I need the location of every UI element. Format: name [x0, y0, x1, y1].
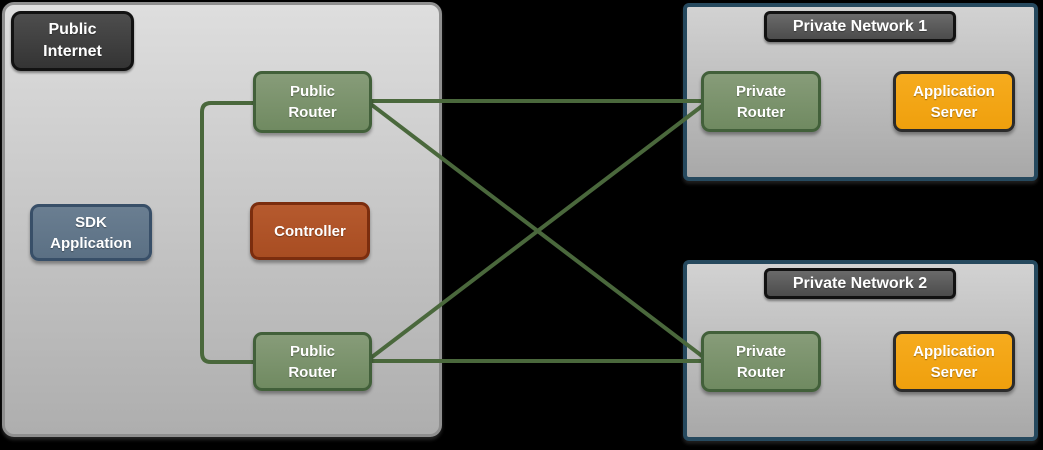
node-label: Private Router [735, 82, 787, 121]
zone-label-private-network-2: Private Network 2 [764, 268, 956, 299]
node-public-router-bottom: Public Router [253, 332, 372, 391]
zone-label-text: Public Internet [43, 21, 102, 60]
node-label: Application Server [913, 342, 995, 381]
node-label: Private Router [735, 342, 787, 381]
node-controller: Controller [250, 202, 370, 260]
node-application-server-1: Application Server [893, 71, 1015, 132]
node-label: Public Router [288, 342, 337, 381]
node-public-router-top: Public Router [253, 71, 372, 133]
node-private-router-1: Private Router [701, 71, 821, 132]
zone-label-public-internet: Public Internet [11, 11, 134, 71]
node-sdk-application: SDK Application [30, 204, 152, 261]
link-public-router-bottom-to-private-router-1 [366, 101, 708, 362]
node-label: Application Server [913, 82, 995, 121]
zone-label-text: Private Network 2 [792, 274, 928, 292]
zone-label-private-network-1: Private Network 1 [764, 11, 956, 42]
link-public-router-top-to-public-router-bottom [200, 101, 256, 364]
node-application-server-2: Application Server [893, 331, 1015, 392]
node-private-router-2: Private Router [701, 331, 821, 392]
node-label: SDK Application [50, 213, 132, 252]
node-label: Public Router [288, 83, 337, 121]
node-label: Controller [274, 222, 346, 240]
zone-label-text: Private Network 1 [792, 17, 928, 35]
